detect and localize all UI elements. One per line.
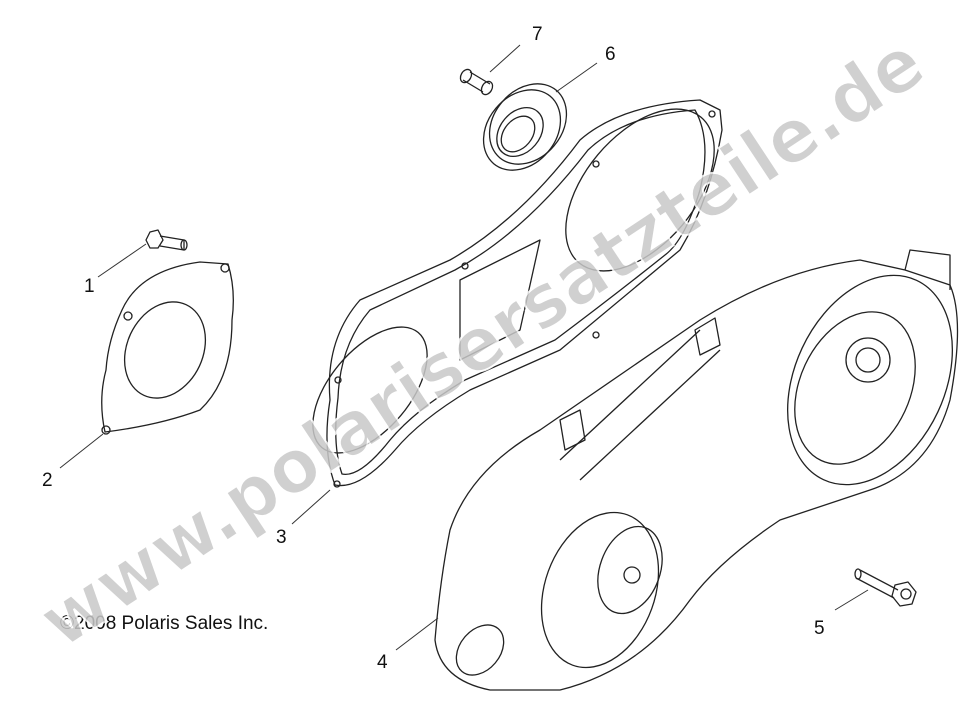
callout-4: 4 xyxy=(377,652,388,673)
leader-6 xyxy=(555,62,598,93)
part-2-plate xyxy=(101,261,234,435)
callout-7: 7 xyxy=(532,24,543,45)
part-7-pin xyxy=(459,68,494,96)
leader-2 xyxy=(59,433,104,469)
copyright: ©2008 Polaris Sales Inc. xyxy=(60,613,268,634)
watermark: www.polarisersatzteile.de xyxy=(24,19,939,665)
callout-6: 6 xyxy=(605,44,616,65)
part-4-cover xyxy=(434,249,959,691)
part-1-bolt xyxy=(145,229,188,251)
callout-1: 1 xyxy=(84,276,95,297)
callout-2: 2 xyxy=(42,470,53,491)
leader-7 xyxy=(489,44,521,73)
part-6-seal xyxy=(482,83,568,171)
part-3-gasket xyxy=(312,99,723,488)
callout-5: 5 xyxy=(814,618,825,639)
leader-3 xyxy=(291,489,331,525)
part-5-bolt xyxy=(854,568,917,607)
leader-4 xyxy=(395,617,439,651)
callout-3: 3 xyxy=(276,527,287,548)
leader-5 xyxy=(834,589,869,611)
leader-1 xyxy=(97,243,147,278)
